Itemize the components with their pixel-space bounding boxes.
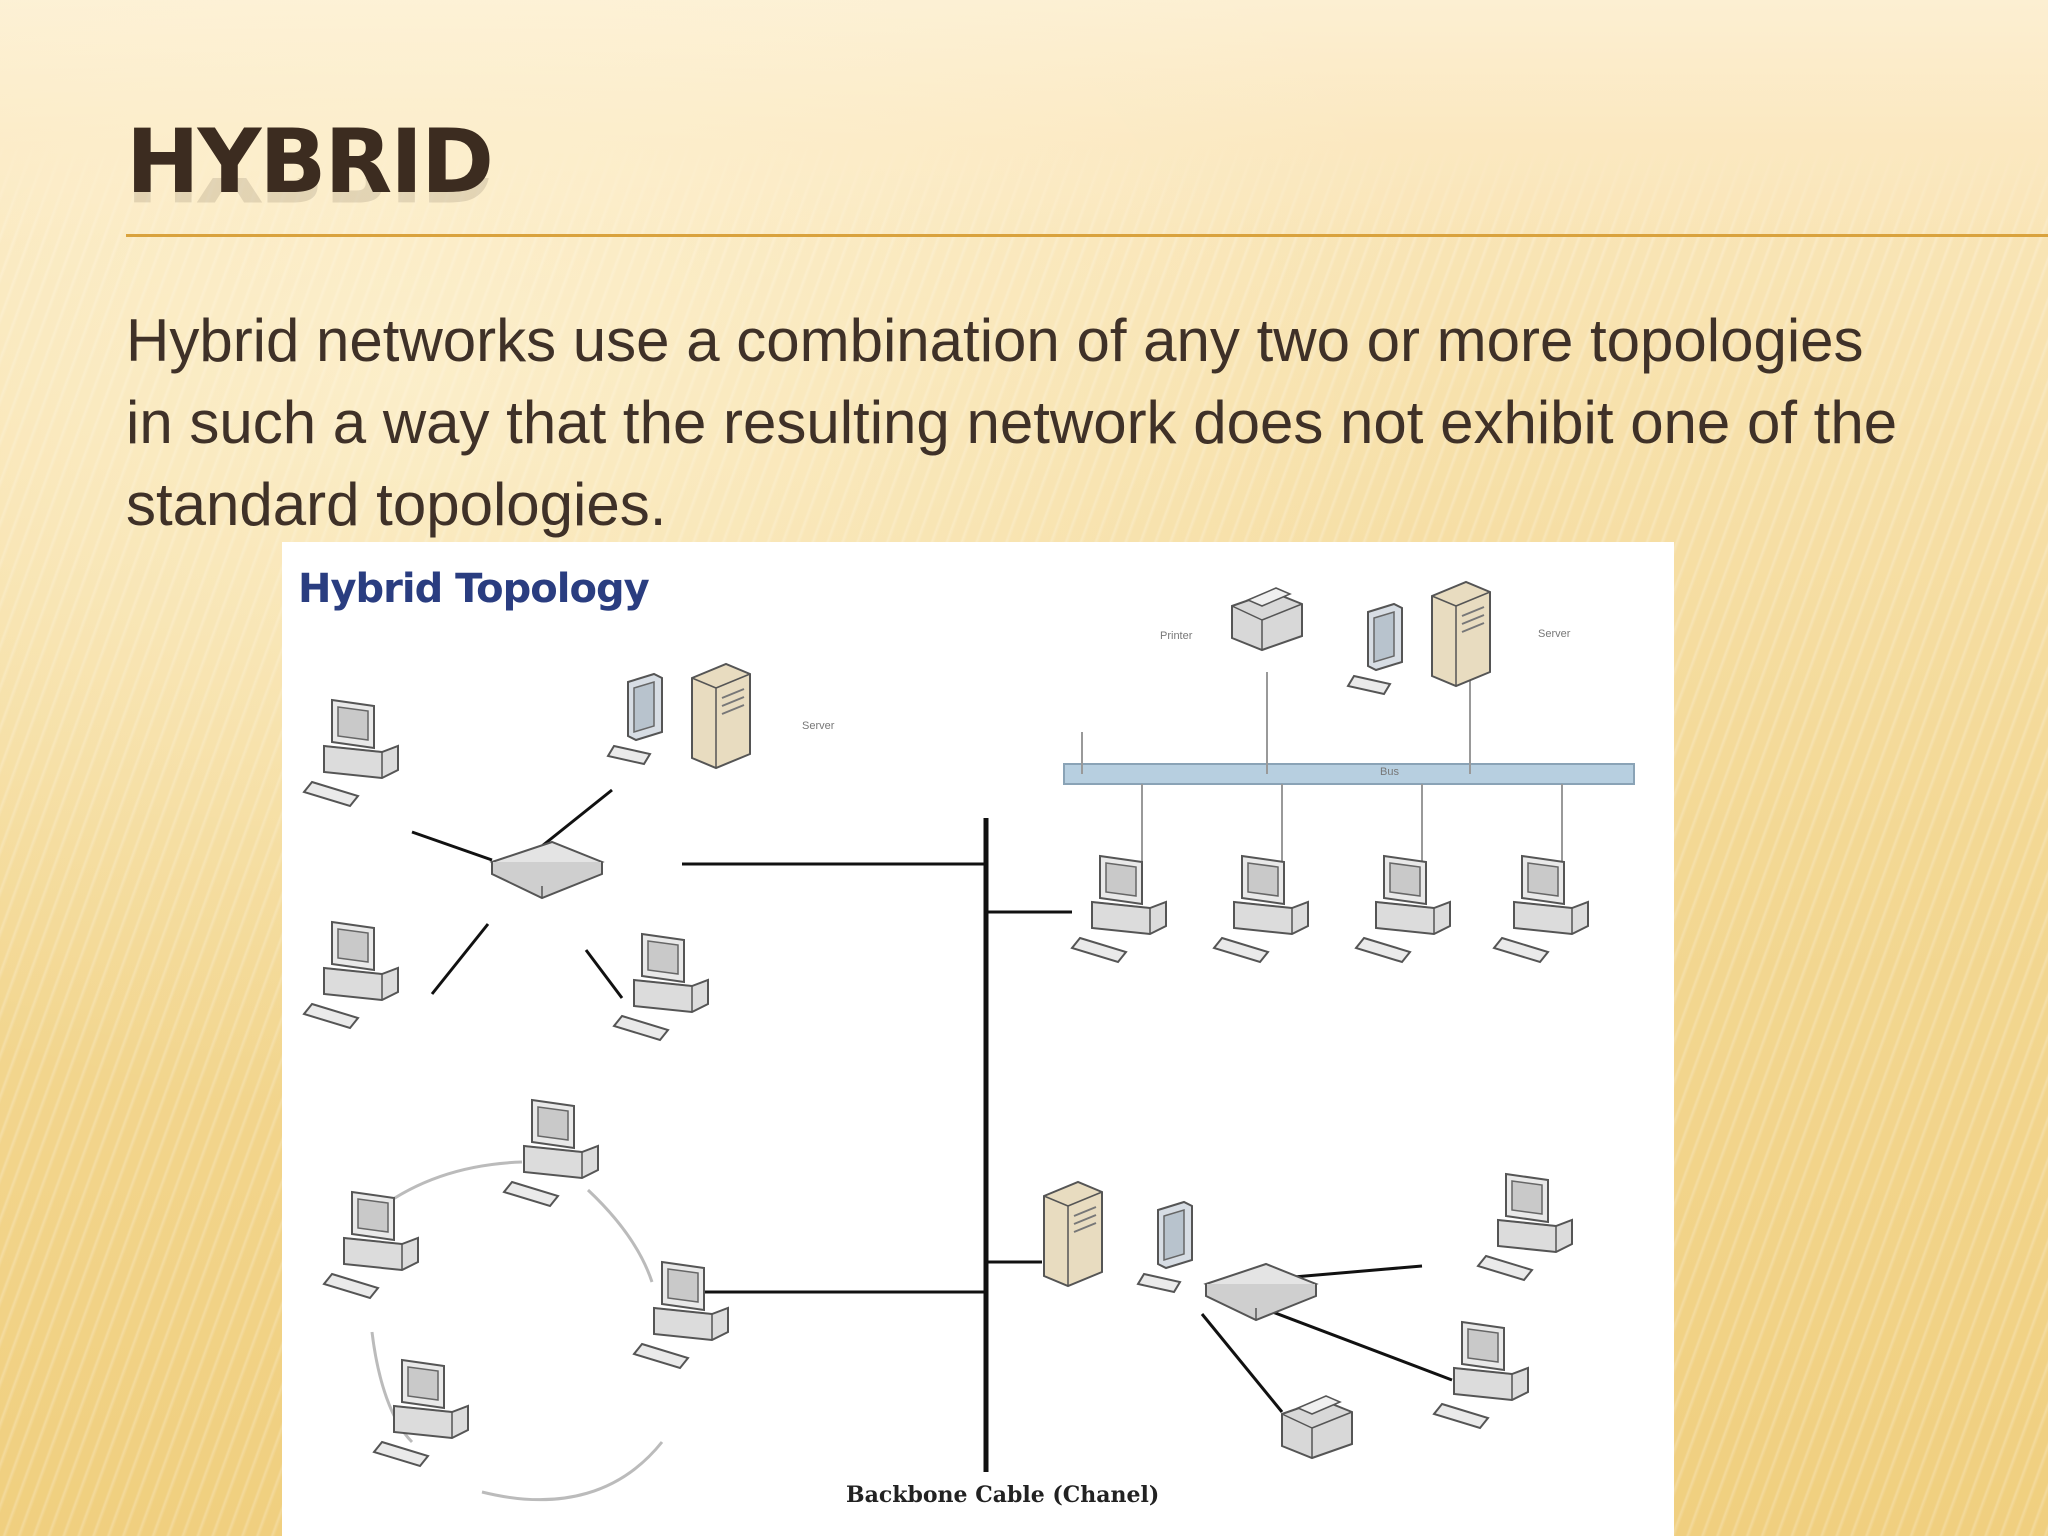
- bottom-server: [1043, 1181, 1103, 1287]
- ring-pc-4: [373, 1359, 469, 1467]
- ring-pc-2: [323, 1191, 419, 1299]
- slide-title-reflection: HYBRID: [126, 178, 492, 212]
- star-pc-1: [303, 699, 399, 807]
- bottom-pc-1: [1477, 1173, 1573, 1281]
- bus-pc-2: [1213, 855, 1309, 963]
- bus-server-monitor: [1347, 603, 1403, 695]
- star-pc-2: [303, 921, 399, 1029]
- ring-pc-3: [633, 1261, 729, 1369]
- bus-printer-label: Printer: [1160, 630, 1193, 642]
- bottom-printer: [1281, 1395, 1353, 1459]
- star-pc-3: [613, 933, 709, 1041]
- bus-server-label: Server: [1538, 628, 1571, 640]
- bottom-hub: [1205, 1263, 1317, 1321]
- bus-server: [1431, 581, 1491, 687]
- slide-title: HYBRID: [126, 110, 494, 213]
- star-server: [691, 663, 751, 769]
- slide-body-text: Hybrid networks use a combination of any…: [126, 307, 1898, 538]
- bus-pc-3: [1355, 855, 1451, 963]
- bottom-pc-2: [1433, 1321, 1529, 1429]
- bus-printer: [1231, 587, 1303, 651]
- hybrid-topology-diagram: Hybrid Topology: [282, 542, 1674, 1536]
- star-hub: [491, 841, 603, 899]
- title-underline: [126, 234, 2048, 237]
- diagram-title: Hybrid Topology: [298, 566, 650, 612]
- bus-cable: [1063, 763, 1635, 785]
- bus-pc-4: [1493, 855, 1589, 963]
- star-server-monitor: [607, 673, 663, 765]
- bottom-server-monitor: [1137, 1201, 1193, 1293]
- bus-cable-label: Bus: [1380, 766, 1399, 778]
- topology-drawing: [303, 581, 1635, 1502]
- star-server-label: Server: [802, 720, 835, 732]
- ring-pc-1: [503, 1099, 599, 1207]
- backbone-cable-label: Backbone Cable (Chanel): [846, 1482, 1160, 1508]
- bus-pc-1: [1071, 855, 1167, 963]
